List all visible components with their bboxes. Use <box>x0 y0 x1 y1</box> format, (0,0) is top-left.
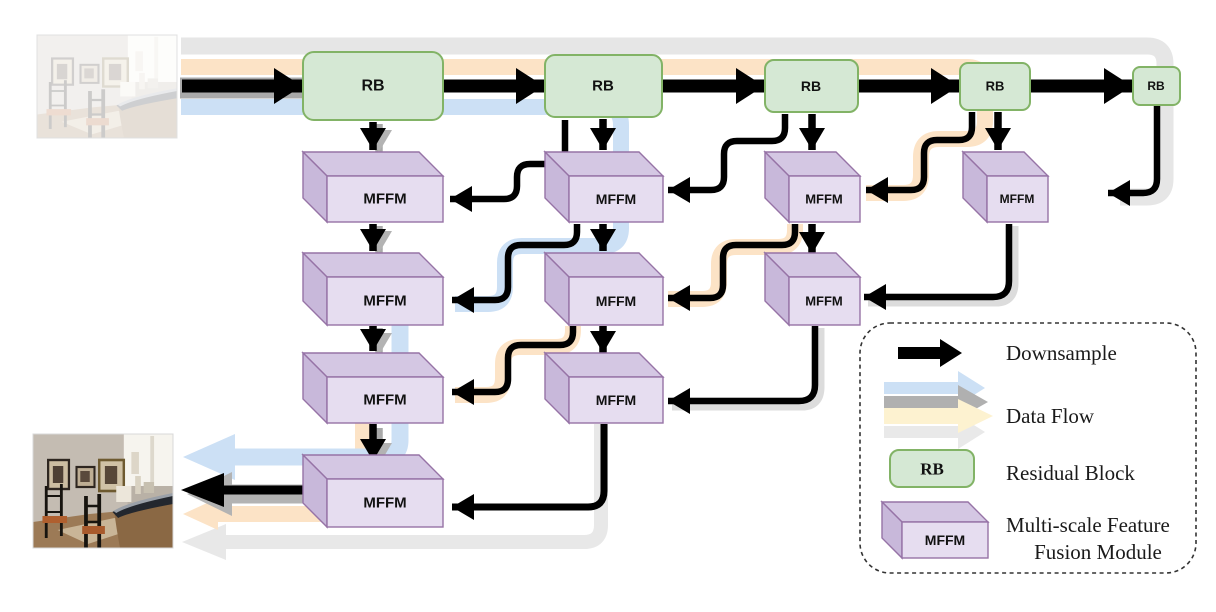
mffm-label: MFFM <box>363 293 406 310</box>
rb-chain-arrows <box>180 68 1132 104</box>
data-flow-icon <box>884 371 993 449</box>
mffm-label: MFFM <box>805 294 843 309</box>
arrow-output-black-head <box>181 473 224 507</box>
rb1-label: RB <box>361 78 384 95</box>
legend-mffm-label-line1: Multi-scale Feature <box>1006 513 1170 537</box>
legend-mffm-icon: MFFM <box>880 500 990 560</box>
rb-block-4: RB <box>959 62 1031 111</box>
output-image <box>32 433 174 549</box>
arrow-rb3-to-mffm-c2r1 <box>668 114 789 203</box>
mffm-c2r1: MFFM <box>543 150 665 224</box>
input-image <box>36 34 178 139</box>
rb-block-1: RB <box>302 51 444 121</box>
mffm-modules: MFFM MFFM MFFM MFFM MFFM MFFM MFFM <box>301 150 1050 529</box>
arrow-mffm-c3r1-to-c2r2 <box>668 224 799 311</box>
arrow-mffm-c2r2-to-c1r3 <box>452 326 577 405</box>
arrow-mffm-c4r1-to-c3r2 <box>864 224 1013 310</box>
legend-mffm-key: MFFM <box>925 532 965 548</box>
mffm-label: MFFM <box>363 495 406 512</box>
black-connectors <box>181 106 1161 520</box>
data-flow-gray-band-c3-c2 <box>672 328 825 411</box>
mffm-c3r1: MFFM <box>763 150 862 224</box>
mffm-label: MFFM <box>805 192 843 207</box>
haze-overlay <box>37 35 177 138</box>
legend-mffm-label-line2: Fusion Module <box>1034 540 1162 564</box>
rb-block-2: RB <box>544 54 663 118</box>
gray-output-arrowhead <box>182 524 226 560</box>
mffm-label: MFFM <box>363 392 406 409</box>
mffm-c2r3: MFFM <box>543 351 665 425</box>
mffm-c1r2: MFFM <box>301 251 445 327</box>
legend: Downsample Data Flow RB Residual Block M… <box>859 322 1197 574</box>
legend-rb-icon <box>889 449 975 488</box>
arrow-mffm-c3r2-to-c2r3 <box>668 326 819 414</box>
rb-block-3: RB <box>764 59 859 113</box>
rb-block-5: RB <box>1132 66 1181 106</box>
mffm-label: MFFM <box>596 392 636 408</box>
mffm-c1r4: MFFM <box>301 453 445 529</box>
rb5-label: RB <box>1147 79 1165 93</box>
rb4-label: RB <box>986 79 1005 94</box>
rb-blocks: RB RB RB RB RB <box>302 51 1181 121</box>
mffm-label: MFFM <box>596 293 636 309</box>
data-flow-gray-outer-band <box>181 37 1174 206</box>
arrow-rb5-to-mffm-c4r1 <box>1108 106 1161 206</box>
arrow-mffm-c2r3-to-c1r4 <box>452 424 608 520</box>
mffm-c1r3: MFFM <box>301 351 445 425</box>
legend-residual-block-label: Residual Block <box>1006 461 1135 485</box>
rb3-label: RB <box>801 78 821 94</box>
blue-output-arrowhead <box>183 434 235 480</box>
rb2-label: RB <box>592 78 614 95</box>
data-flow-gray-band-c4-c3 <box>868 226 1019 307</box>
mffm-c1r1: MFFM <box>301 150 445 224</box>
legend-downsample-label: Downsample <box>1006 341 1117 365</box>
mffm-label: MFFM <box>363 191 406 208</box>
arrow-rb4-to-mffm-c3r1 <box>866 112 976 203</box>
mffm-c4r1: MFFM <box>961 150 1050 224</box>
data-flow-gray-band-bottom <box>226 424 608 549</box>
arrow-mffm-c2r1-to-c1r2 <box>452 224 581 313</box>
mffm-label: MFFM <box>596 191 636 207</box>
orange-output-arrowhead <box>183 498 218 530</box>
legend-rb-key: RB <box>920 460 944 479</box>
mffm-c2r2: MFFM <box>543 251 665 327</box>
downsample-arrow-icon <box>898 339 962 367</box>
mffm-label: MFFM <box>1000 192 1035 206</box>
mffm-c3r2: MFFM <box>763 251 862 327</box>
legend-dataflow-label: Data Flow <box>1006 404 1095 428</box>
